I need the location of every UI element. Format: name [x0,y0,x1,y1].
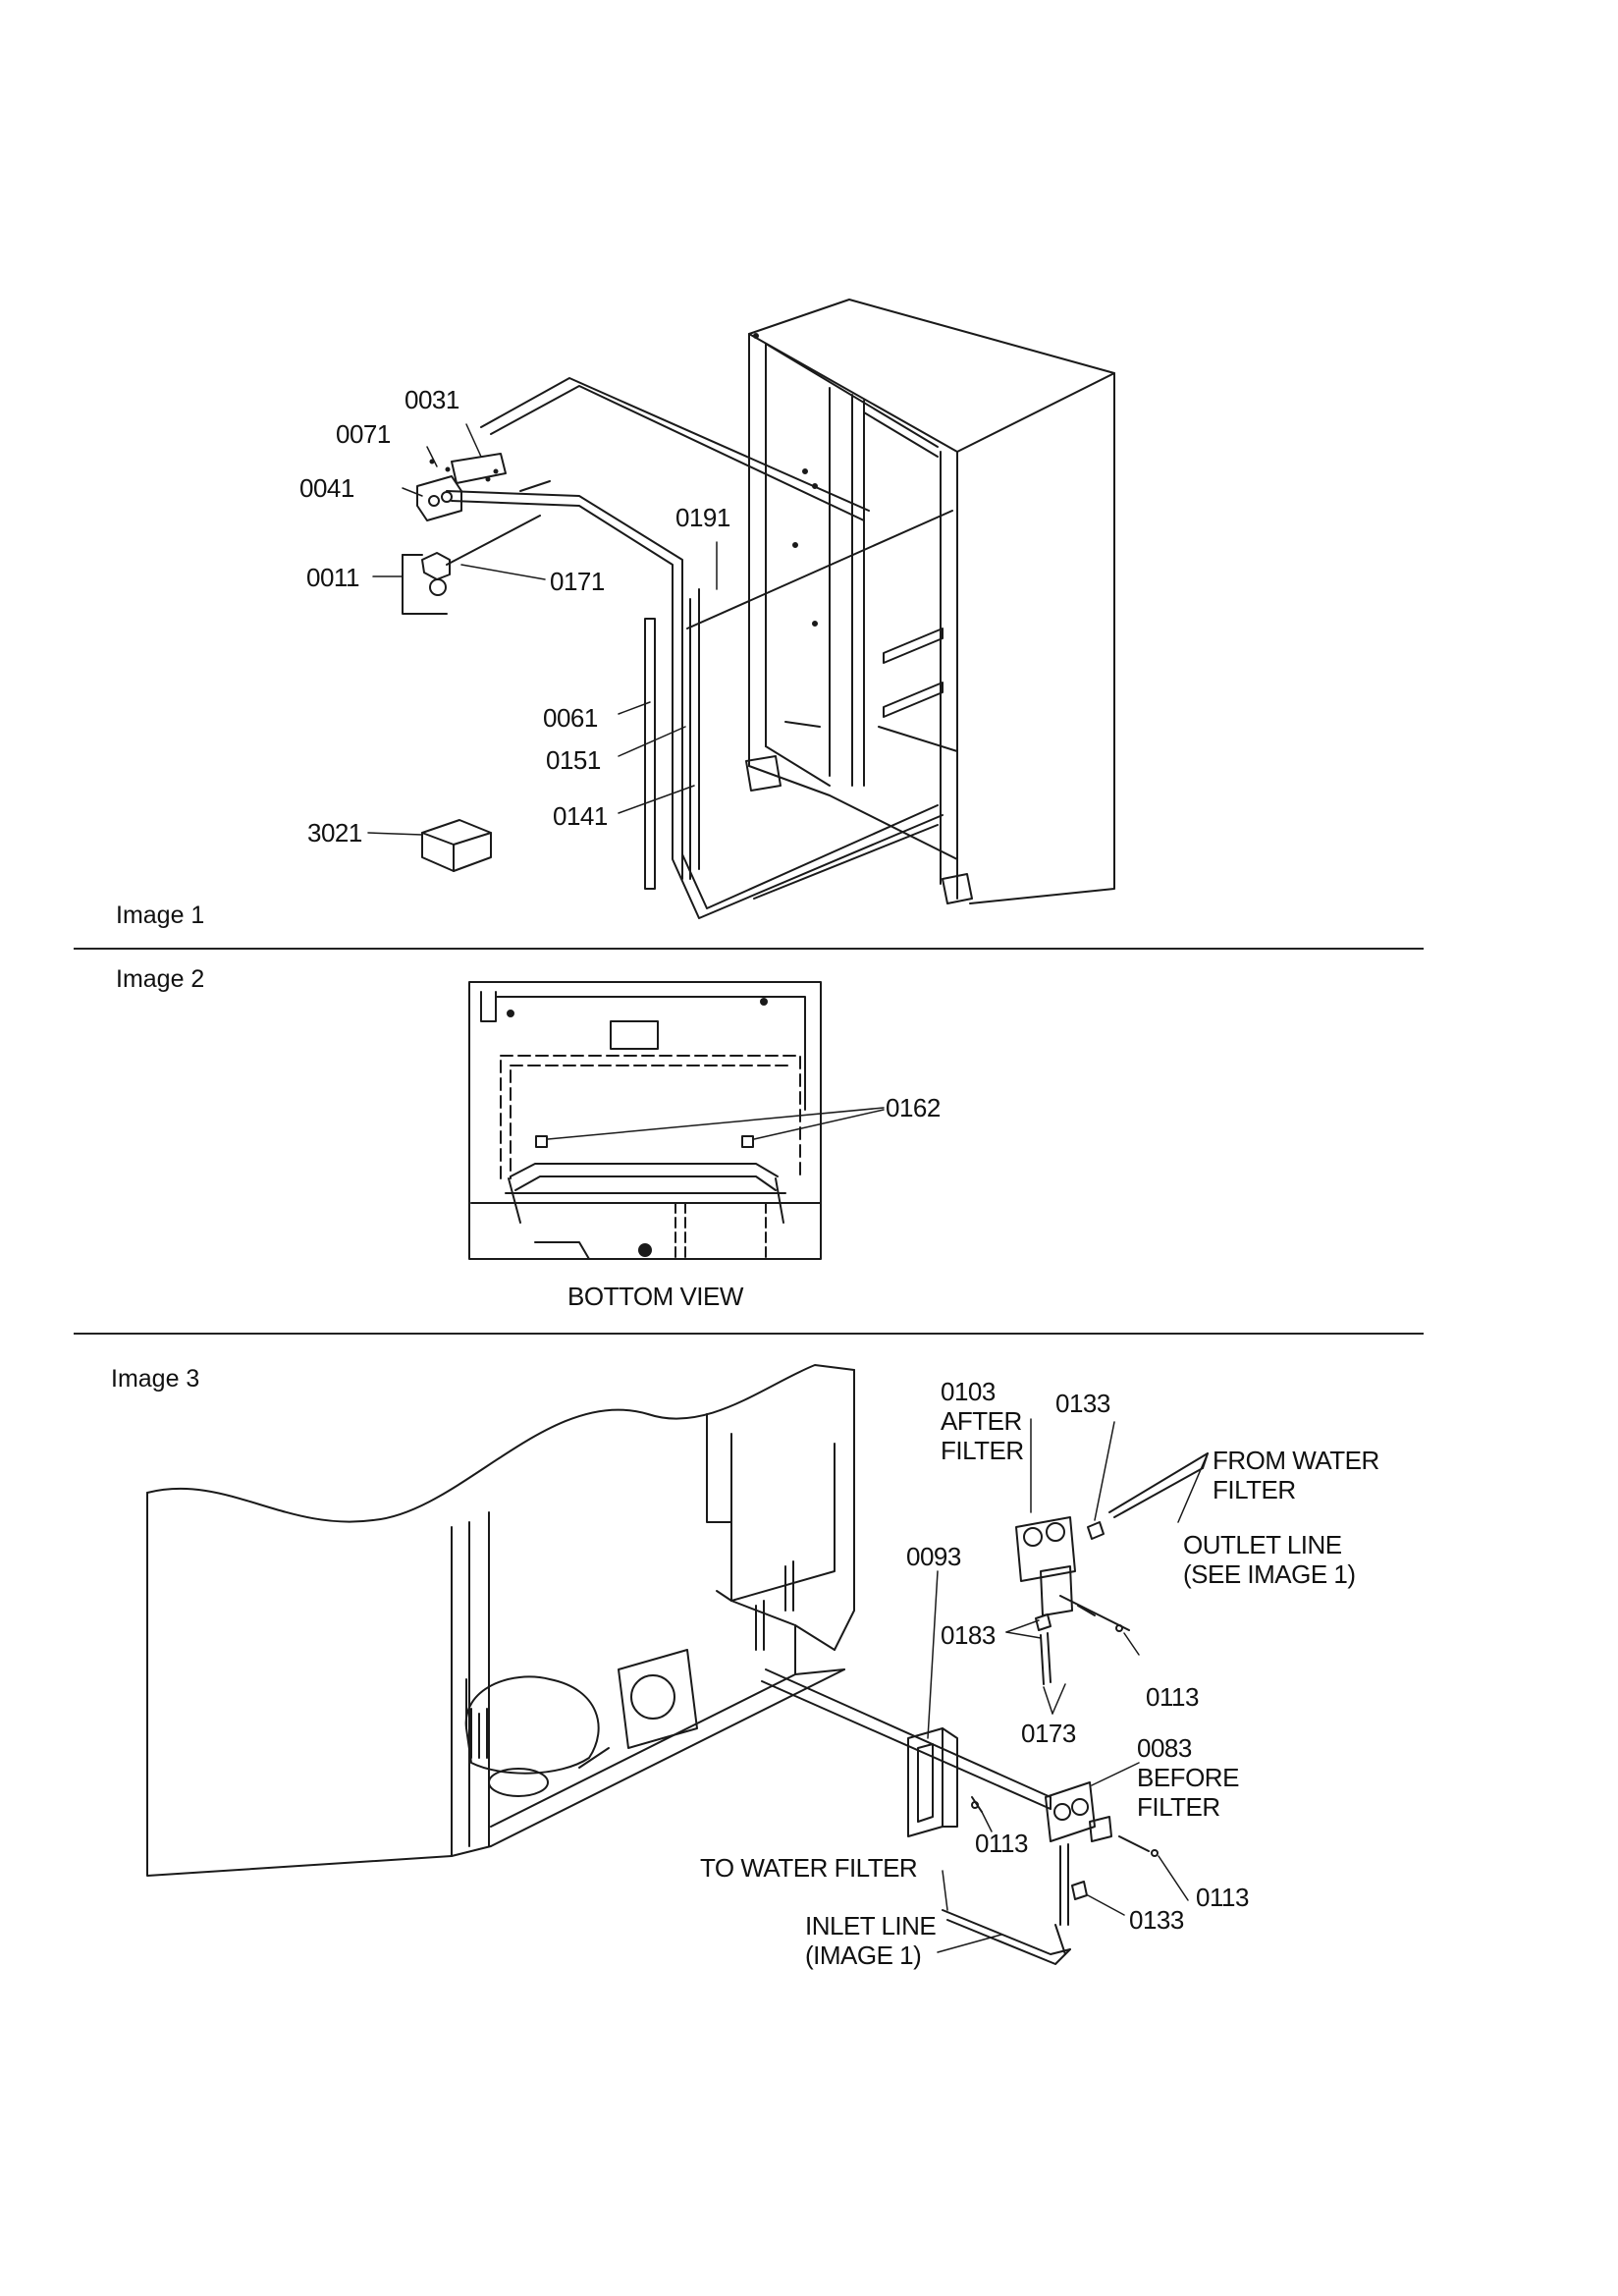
part-label-0171: 0171 [550,567,605,596]
bottom-view-panel [468,981,885,1260]
callout-bracket-0093: 0093 [906,1542,961,1571]
callout-from-water-filter: FROM WATER FILTER [1213,1446,1379,1504]
callout-screw-0113-c: 0113 [1196,1883,1249,1912]
callout-nut-bottom: 0133 [1129,1905,1184,1935]
part-label-0011: 0011 [306,563,359,592]
part-label-0151: 0151 [546,745,601,775]
callout-nut-top: 0133 [1055,1389,1110,1418]
bottom-view-caption: BOTTOM VIEW [567,1282,743,1311]
part-label-0031: 0031 [404,385,459,414]
callout-fitting-0183: 0183 [941,1620,996,1650]
part-label-0041: 0041 [299,473,354,503]
after-filter-valve-0103 [1015,1516,1123,1685]
callout-after-filter-valve: 0103 AFTER FILTER [941,1377,1024,1465]
section-label-image3: Image 3 [111,1365,200,1393]
mounting-bracket-0093 [907,1727,983,1837]
part-label-0162: 0162 [886,1093,941,1122]
section-label-image2: Image 2 [116,965,205,993]
section-label-image1: Image 1 [116,902,205,929]
part-label-0141: 0141 [553,801,608,831]
section-divider-2 [74,1333,1424,1335]
image3-leader-lines [927,1418,1209,1953]
callout-before-filter-valve: 0083 BEFORE FILTER [1137,1733,1239,1822]
part-label-3021: 3021 [307,818,362,847]
callout-inlet-line: INLET LINE (IMAGE 1) [805,1911,937,1970]
parts-box-3021 [421,819,492,872]
part-label-0191: 0191 [675,503,730,532]
section-divider-1 [74,948,1424,950]
refrigerator-cabinet [745,299,1115,904]
callout-screw-0113-b: 0113 [975,1829,1028,1858]
callout-tube-0173: 0173 [1021,1719,1076,1748]
cabinet-rear-lower [146,1364,855,1877]
callout-to-water-filter: TO WATER FILTER [700,1853,918,1883]
door-gasket-strips [644,588,700,890]
water-line-tubes [761,1452,1209,1965]
callout-screw-0113-a: 0113 [1146,1682,1199,1712]
part-label-0061: 0061 [543,703,598,733]
callout-outlet-line: OUTLET LINE (SEE IMAGE 1) [1183,1530,1356,1589]
image1-leader-lines [367,423,718,836]
part-label-0071: 0071 [336,419,391,449]
dispenser-valve-assembly [402,453,551,615]
before-filter-valve-0083 [1045,1781,1159,1955]
